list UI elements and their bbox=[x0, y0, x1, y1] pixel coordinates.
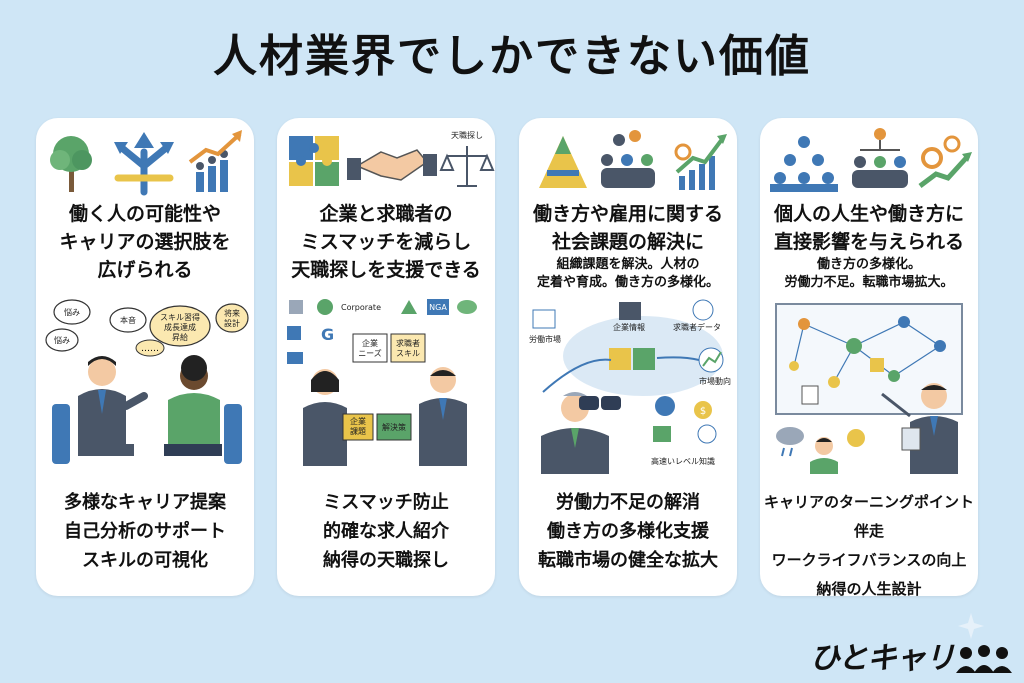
svg-text:G: G bbox=[321, 325, 334, 344]
svg-text:$: $ bbox=[700, 406, 706, 417]
card1-icons bbox=[50, 130, 242, 196]
svg-text:……: …… bbox=[141, 344, 159, 354]
puzzle-pieces-center bbox=[609, 348, 655, 370]
speech-bubble: 将来 設計 bbox=[215, 303, 249, 333]
card4-heading: 個人の人生や働き方に 直接影響を与えられる bbox=[773, 203, 964, 253]
svg-text:求職者データ: 求職者データ bbox=[673, 322, 721, 332]
bubble-label: 悩み bbox=[64, 307, 80, 317]
card-social-issues: 働き方や雇用に関する 社会課題の解決に 組織課題を解決。人材の 定着や育成。働き… bbox=[519, 118, 737, 596]
card-life-impact: 個人の人生や働き方に 直接影響を与えられる 働き方の多様化。 労働力不足。転職市… bbox=[760, 118, 978, 596]
card1-heading: 働く人の可能性や キャリアの選択肢を 広げられる bbox=[59, 203, 231, 281]
presenter-figure bbox=[881, 383, 958, 474]
woman-figure bbox=[810, 437, 838, 474]
svg-text:成長達成: 成長達成 bbox=[164, 322, 196, 332]
svg-text:労働市場: 労働市場 bbox=[529, 334, 561, 344]
card2-matching-illustration: Corporate NGA G 企業 ニーズ 求職者 スキル 企業 課題 bbox=[287, 299, 477, 466]
market-trend-node: 市場動向 bbox=[698, 347, 731, 386]
card3-analysis-illustration: 労働市場 企業情報 求職者データ 市場動向 bbox=[529, 299, 731, 474]
pyramid-icon bbox=[539, 136, 587, 188]
card3-points: 労働力不足の解消 働き方の多様化支援 転職市場の健全な拡大 bbox=[538, 492, 718, 571]
speech-bubble: 悩み bbox=[53, 299, 91, 325]
card2-icons: 天職探し bbox=[289, 130, 495, 187]
tree-icon bbox=[50, 136, 92, 192]
data-icons: $ bbox=[653, 396, 717, 444]
card3-subtext: 組織課題を解決。人材の 定着や育成。働き方の多様化。 bbox=[536, 257, 719, 290]
advisor-figure bbox=[52, 356, 148, 464]
card-reduce-mismatch: 天職探し 企業と求職者の ミスマッチを減らし 天職探しを支援できる Corpor… bbox=[277, 118, 495, 596]
chart-growth-icon bbox=[674, 134, 727, 190]
card4-points: キャリアのターニングポイント伴走 ワークライフバランスの向上 納得の人生設計 bbox=[763, 493, 974, 596]
job-seeker-data-node: 求職者データ bbox=[673, 299, 721, 332]
brand-people-icon bbox=[956, 645, 1012, 673]
sparkle-icon bbox=[958, 613, 984, 639]
svg-text:スキル習得: スキル習得 bbox=[160, 312, 200, 322]
svg-text:企業情報: 企業情報 bbox=[613, 322, 645, 332]
card1-points: 多様なキャリア提案 自己分析のサポート スキルの可視化 bbox=[64, 492, 226, 571]
man-advisor-figure bbox=[419, 367, 467, 466]
puzzle-piece-green: 解決策 bbox=[376, 413, 412, 441]
svg-text:昇給: 昇給 bbox=[172, 332, 188, 342]
svg-text:企業: 企業 bbox=[362, 338, 378, 348]
speech-bubble: 悩み bbox=[45, 328, 79, 352]
org-chart-people-icon bbox=[852, 128, 908, 188]
handshake-icon bbox=[347, 149, 437, 181]
card3-icons bbox=[539, 130, 727, 190]
page-title: 人材業界でしかできない価値 bbox=[213, 31, 811, 82]
growth-people-icon bbox=[188, 130, 242, 192]
gears-growth-icon bbox=[918, 135, 972, 188]
company-logos: Corporate NGA G bbox=[287, 299, 477, 364]
balance-scale-icon bbox=[439, 146, 495, 187]
svg-text:市場動向: 市場動向 bbox=[699, 376, 731, 386]
svg-text:課題: 課題 bbox=[350, 426, 366, 436]
company-info-node: 企業情報 bbox=[613, 302, 645, 332]
card3-heading: 働き方や雇用に関する 社会課題の解決に bbox=[532, 203, 723, 253]
card4-subtext: 働き方の多様化。 労働力不足。転職市場拡大。 bbox=[784, 257, 954, 290]
bubble-label: 悩み bbox=[54, 335, 70, 345]
card-career-options: 働く人の可能性や キャリアの選択肢を 広げられる 悩み 本音 スキル習得 成長達… bbox=[36, 118, 254, 596]
client-figure bbox=[164, 355, 242, 464]
svg-text:企業: 企業 bbox=[350, 416, 366, 426]
svg-text:設計: 設計 bbox=[224, 318, 240, 328]
card4-icons bbox=[770, 128, 972, 192]
svg-text:求職者: 求職者 bbox=[396, 338, 420, 348]
puzzle-icon bbox=[289, 136, 339, 186]
svg-text:Corporate: Corporate bbox=[341, 303, 381, 312]
svg-text:ニーズ: ニーズ bbox=[358, 348, 382, 358]
speech-bubble-skills: スキル習得 成長達成 昇給 bbox=[149, 305, 211, 347]
svg-text:解決策: 解決策 bbox=[382, 422, 406, 432]
bubble-label: 本音 bbox=[120, 315, 136, 325]
weather-icons bbox=[776, 427, 865, 457]
binoculars-man-figure bbox=[541, 392, 621, 474]
speech-bubble: 本音 bbox=[109, 307, 147, 333]
svg-text:高速いレベル知識: 高速いレベル知識 bbox=[651, 456, 715, 466]
puzzle-board: 企業 ニーズ 求職者 スキル bbox=[352, 333, 426, 363]
woman-advisor-figure bbox=[303, 369, 347, 466]
group-people-icon bbox=[770, 136, 838, 192]
branching-arrows-icon bbox=[114, 144, 174, 196]
card1-counseling-illustration: 悩み 本音 スキル習得 成長達成 昇給 将来 設計 悩み …… bbox=[45, 299, 249, 464]
brand-logo-text: ひとキャリ bbox=[809, 641, 955, 676]
labor-market-node: 労働市場 bbox=[529, 309, 561, 344]
card4-presentation-illustration bbox=[775, 303, 963, 474]
icon-label-tenshoku: 天職探し bbox=[451, 130, 483, 140]
puzzle-piece-yellow: 企業 課題 bbox=[342, 413, 374, 441]
card2-heading: 企業と求職者の ミスマッチを減らし 天職探しを支援できる bbox=[291, 203, 481, 281]
svg-text:NGA: NGA bbox=[429, 303, 447, 312]
card2-points: ミスマッチ防止 的確な求人紹介 納得の天職探し bbox=[323, 492, 449, 571]
svg-text:スキル: スキル bbox=[396, 349, 420, 358]
svg-text:将来: 将来 bbox=[224, 308, 240, 318]
team-people-icon bbox=[601, 130, 655, 188]
